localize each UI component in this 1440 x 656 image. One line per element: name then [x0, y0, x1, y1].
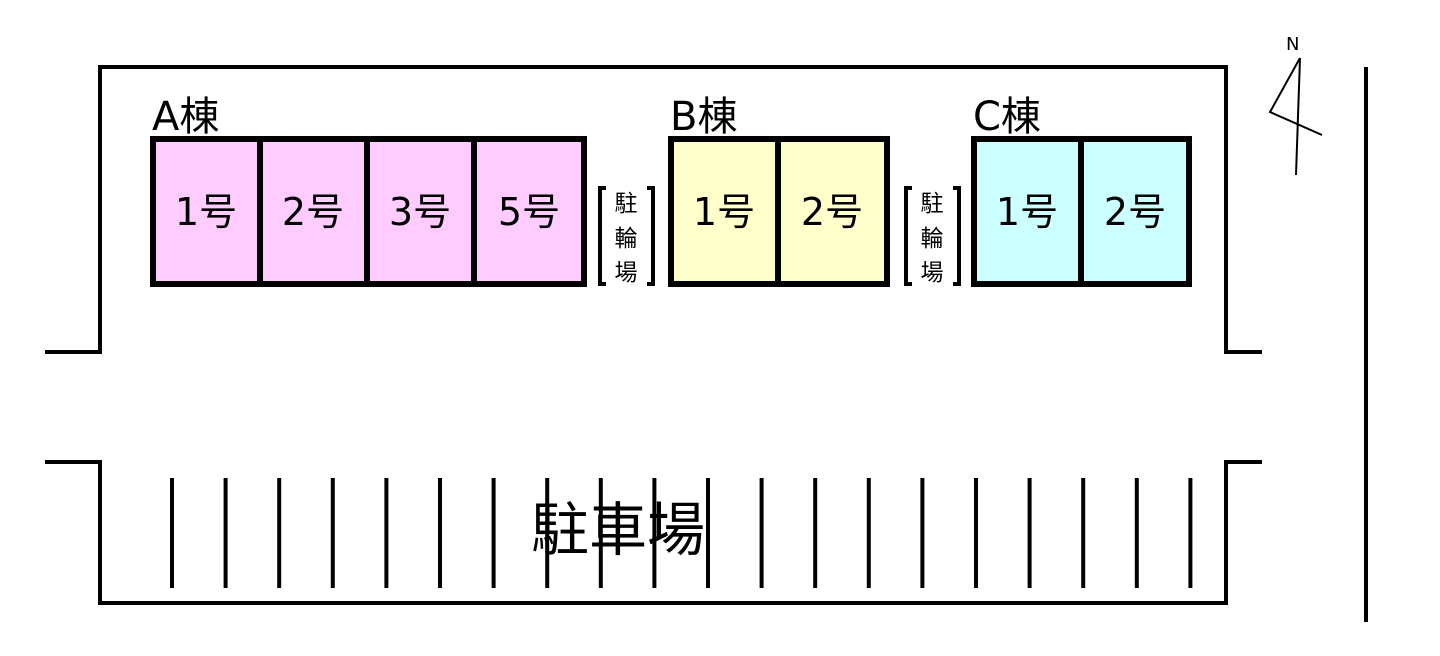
- building-b-unit-1: [668, 136, 781, 287]
- north-label: N: [1286, 34, 1299, 55]
- site-boundary-upper: [45, 65, 1262, 354]
- bike-parking-1: 駐 輪 場: [598, 186, 655, 286]
- building-a-unit-1-label: 1号: [175, 190, 237, 234]
- building-c-unit-1: [971, 136, 1084, 287]
- building-a-unit-1: [150, 136, 263, 287]
- bike-parking-2-char-2: 輪: [921, 226, 944, 252]
- building-a-unit-3-label: 3号: [389, 190, 451, 234]
- building-b-unit-2-label: 2号: [801, 190, 863, 234]
- building-b: B棟 1号 2号: [668, 94, 890, 287]
- building-b-unit-1-label: 1号: [693, 190, 755, 234]
- building-c-unit-1-label: 1号: [996, 190, 1058, 234]
- building-b-label: B棟: [670, 94, 737, 140]
- building-a-unit-2: [257, 136, 370, 287]
- bike-parking-1-char-1: 駐: [615, 191, 638, 217]
- building-a-unit-5: [471, 136, 587, 287]
- site-boundary-lower: [45, 460, 1262, 605]
- bike-parking-2-char-3: 場: [921, 260, 944, 286]
- north-arrow: N: [1268, 34, 1323, 176]
- building-a-label: A棟: [152, 94, 219, 140]
- building-a-unit-3: [364, 136, 477, 287]
- building-c-unit-2-label: 2号: [1104, 190, 1166, 234]
- building-c: C棟 1号 2号: [971, 94, 1192, 287]
- parking-stall-lines: [170, 478, 1193, 588]
- building-b-unit-2: [775, 136, 890, 287]
- bike-parking-1-char-2: 輪: [615, 226, 638, 252]
- building-c-label: C棟: [973, 94, 1041, 140]
- building-c-unit-2: [1078, 136, 1192, 287]
- building-a: A棟 1号 2号 3号 5号: [150, 94, 587, 287]
- building-a-unit-5-label: 5号: [498, 190, 560, 234]
- parking-label: 駐車場: [531, 496, 705, 564]
- bike-parking-2: 駐 輪 場: [904, 186, 961, 286]
- bike-parking-1-char-3: 場: [615, 260, 638, 286]
- bike-parking-2-char-1: 駐: [921, 191, 944, 217]
- building-a-unit-2-label: 2号: [282, 190, 344, 234]
